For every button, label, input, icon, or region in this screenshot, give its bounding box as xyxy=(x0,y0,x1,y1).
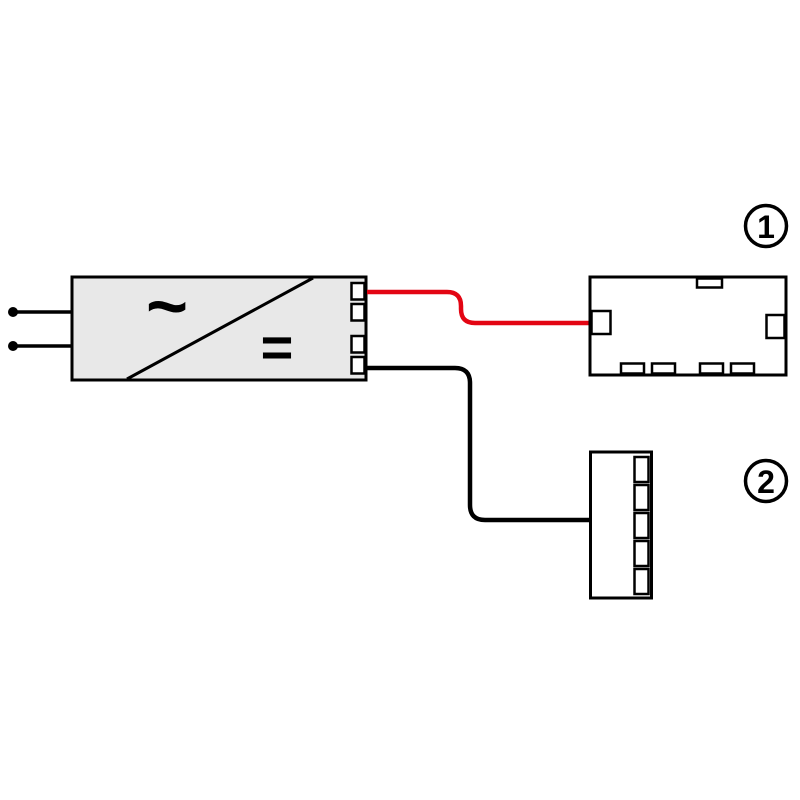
callout-1-circle xyxy=(743,203,789,249)
red-wire xyxy=(367,289,590,326)
component-1-bottom-terminal-3 xyxy=(698,362,725,375)
component-2-terminal-4 xyxy=(633,539,650,568)
callout-1: 1 xyxy=(743,203,789,249)
component-1-top-tab xyxy=(695,277,724,289)
ac-symbol: ~ xyxy=(146,267,188,347)
callout-2-circle xyxy=(743,458,789,504)
component-1-body xyxy=(588,275,788,377)
callout-1-label: 1 xyxy=(757,209,775,245)
component-1-left-connector xyxy=(590,309,612,336)
component-2-terminal-2 xyxy=(633,483,650,512)
component-1-bottom-terminal-1 xyxy=(619,362,646,375)
output-terminal-3 xyxy=(350,334,366,354)
component-2-module xyxy=(589,450,653,600)
power-supply-diagonal-divider xyxy=(126,276,314,381)
callout-2-label: 2 xyxy=(757,464,775,500)
dc-symbol: = xyxy=(261,316,294,379)
mains-input-leads xyxy=(8,307,72,351)
output-terminal-1 xyxy=(350,281,366,301)
component-2-terminal-3 xyxy=(633,511,650,540)
component-2-terminal-1 xyxy=(633,455,650,484)
black-wire xyxy=(367,365,590,523)
callout-2: 2 xyxy=(743,458,789,504)
output-terminal-2 xyxy=(350,302,366,322)
component-1-bottom-terminal-4 xyxy=(729,362,756,375)
component-1-right-connector xyxy=(765,313,786,340)
power-supply-unit: ~ = xyxy=(70,267,368,382)
output-terminal-4 xyxy=(350,355,366,375)
component-1-bottom-terminal-2 xyxy=(650,362,677,375)
component-1-module xyxy=(588,275,788,377)
component-2-terminal-5 xyxy=(633,567,650,596)
